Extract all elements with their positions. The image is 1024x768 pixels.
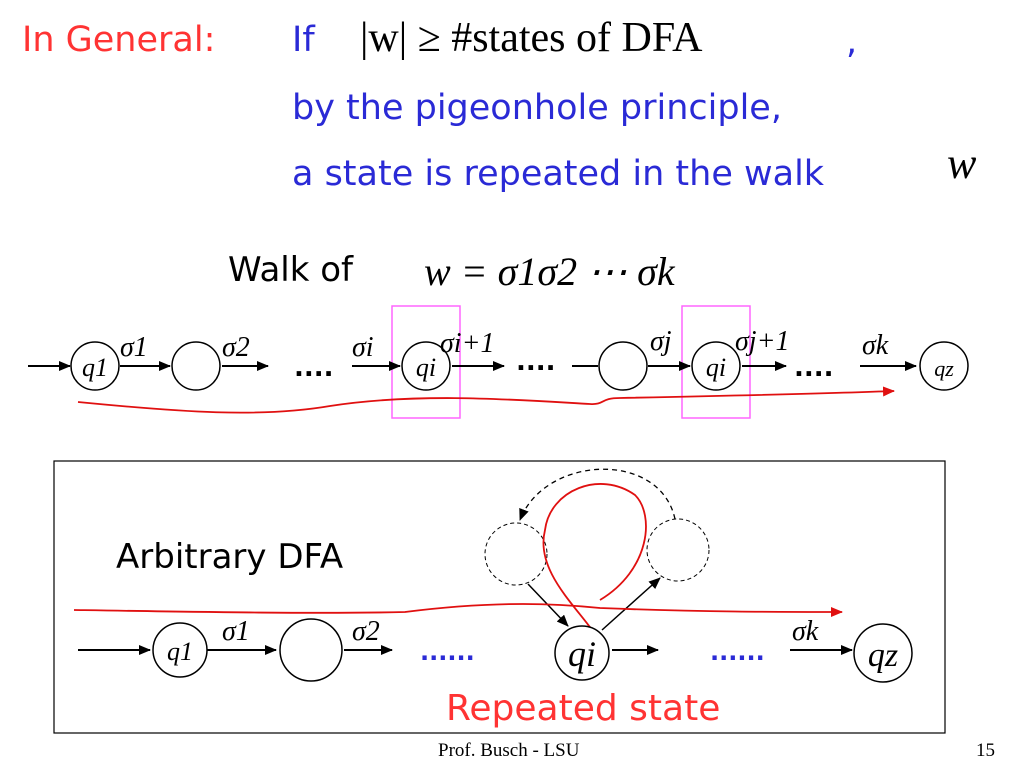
walk-state-label: q1 (82, 353, 108, 382)
heading-walk-var: w (947, 139, 977, 188)
dfa-edge-label: σ1 (222, 616, 250, 647)
walk-state (691, 341, 741, 391)
walk-ellipsis: .... (516, 347, 556, 377)
page-number: 15 (976, 740, 995, 761)
dfa-walk-line (73, 603, 843, 617)
heading-line-3: a state is repeated in the walk (292, 154, 825, 194)
walk-state (171, 341, 221, 391)
dfa-state-repeated (554, 625, 610, 681)
walk-edge-label: σ1 (120, 332, 148, 363)
dfa-edge-label: σ2 (352, 616, 380, 647)
walk-edge-label: σk (862, 330, 889, 361)
walk-ellipsis: .... (294, 353, 334, 383)
walk-state-label: qi (416, 353, 436, 382)
heading-label: In General: (22, 20, 216, 60)
dfa-ellipsis: ...... (420, 638, 475, 666)
dfa-state-label: qz (868, 637, 898, 674)
walk-state (598, 341, 648, 391)
walk-state-label: qi (706, 353, 726, 382)
walk-edge-label: σi (352, 332, 374, 363)
dfa-edge-label: σk (792, 616, 819, 647)
heading-condition: |w| ≥ #states of DFA (360, 15, 703, 61)
dfa-ellipsis: ...... (710, 638, 765, 666)
dfa-box (53, 460, 946, 734)
walk-path-line (77, 386, 895, 414)
heading-line-2: by the pigeonhole principle, (292, 88, 782, 128)
walk-state (401, 341, 451, 391)
walk-edge-label: σ2 (222, 332, 250, 363)
walk-label: Walk of (228, 250, 353, 290)
loop-edge-out (601, 577, 661, 631)
footer-author: Prof. Busch - LSU (438, 740, 580, 761)
walk-edge-label: σi+1 (440, 328, 494, 359)
walk-loop-line (542, 483, 647, 635)
walk-state (70, 341, 120, 391)
walk-edge-label: σj (650, 326, 672, 357)
walk-ellipsis: .... (794, 353, 834, 383)
heading-comma: , (846, 22, 858, 62)
dfa-state (152, 622, 208, 678)
dfa-label: Arbitrary DFA (116, 537, 344, 577)
loop-state (484, 522, 548, 586)
repeated-state-label: Repeated state (446, 688, 721, 729)
loop-edge-dashed (519, 468, 676, 521)
walk-edge-label: σj+1 (735, 326, 789, 357)
dfa-state-label: qi (568, 634, 596, 674)
dfa-state-label: q1 (167, 637, 193, 666)
walk-state-label: qz (934, 356, 954, 381)
loop-state (646, 518, 710, 582)
walk-state (919, 341, 969, 391)
dfa-state-final (853, 623, 913, 683)
heading-if: If (292, 20, 315, 60)
walk-formula: w = σ1σ2 ⋯ σk (424, 249, 675, 294)
dfa-state (279, 618, 343, 682)
